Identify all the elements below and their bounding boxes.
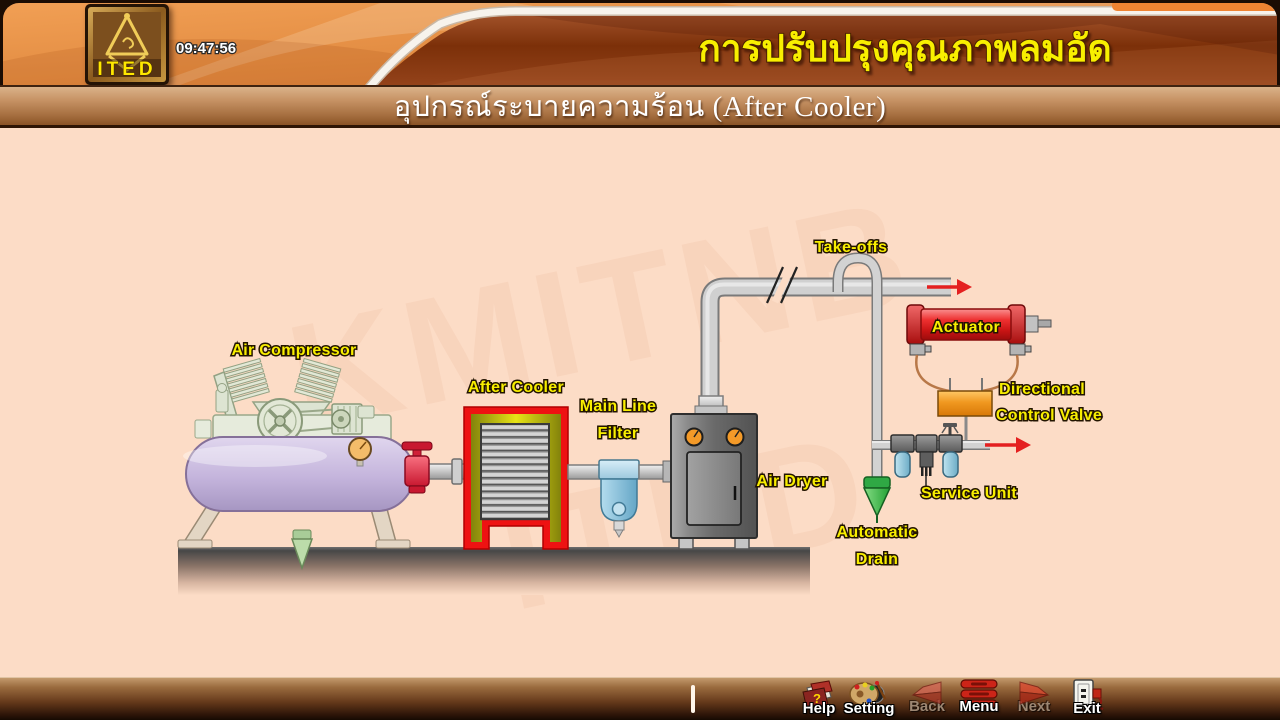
- label-control-valve: Control Valve: [996, 407, 1102, 424]
- label-air-dryer: Air Dryer: [756, 473, 827, 490]
- directional-control-valve: [937, 378, 993, 441]
- setting-button[interactable]: Setting: [840, 679, 898, 720]
- hose: [915, 354, 951, 393]
- flow-arrow-main: [927, 279, 972, 295]
- back-icon: [911, 681, 942, 705]
- main-pipe-run: [700, 266, 951, 400]
- exit-button[interactable]: Exit: [1058, 679, 1116, 720]
- logo-emblem-icon: [105, 13, 149, 72]
- main-line-filter: [598, 459, 640, 539]
- flow-arrow-outlet: [985, 437, 1031, 453]
- header: ITED 09:47:56 การปรับปรุงคุณภาพลมอัด: [0, 0, 1280, 85]
- air-dryer: [662, 395, 758, 550]
- title-band: [376, 14, 1277, 85]
- actuator-label: Actuator: [932, 319, 1000, 336]
- label-take-offs: Take-offs: [815, 239, 888, 256]
- air-compressor: [177, 358, 415, 571]
- exit-label: Exit: [1073, 700, 1101, 717]
- bottom-bar: ? Help Setting Ba: [0, 677, 1280, 720]
- label-filter: Filter: [598, 425, 639, 442]
- menu-icon: [960, 679, 998, 709]
- back-button[interactable]: Back: [898, 679, 956, 720]
- label-automatic: Automatic: [837, 524, 918, 541]
- label-drain: Drain: [856, 551, 898, 568]
- take-off-branch: [832, 252, 883, 480]
- label-service-unit: Service Unit: [921, 485, 1017, 502]
- help-icon: ?: [802, 680, 833, 710]
- pressure-gauge: [348, 437, 372, 467]
- outlet-valve: [401, 441, 467, 494]
- help-label: Help: [802, 700, 836, 717]
- lesson-subtitle: อุปกรณ์ระบายความร้อน (After Cooler): [393, 91, 887, 123]
- next-icon: [1019, 681, 1050, 705]
- page-title: การปรับปรุงคุณภาพลมอัด: [698, 28, 1111, 72]
- clock-time: 09:47:56: [176, 40, 236, 57]
- label-after-cooler: After Cooler: [468, 379, 564, 396]
- ground: [178, 547, 810, 595]
- exit-icon: [1073, 679, 1104, 711]
- help-button[interactable]: ? Help: [790, 679, 848, 720]
- actuator: Actuator: [906, 304, 1052, 393]
- pipe-break-icon: [765, 266, 799, 304]
- pneumatic-diagram: KMITNB ITED: [177, 166, 1103, 642]
- divider-tick: [691, 685, 695, 713]
- hose: [981, 354, 1019, 393]
- logo-text: ITED: [97, 59, 156, 80]
- menu-label: Menu: [959, 698, 999, 715]
- setting-icon: [849, 681, 887, 706]
- subtitle-bar: อุปกรณ์ระบายความร้อน (After Cooler): [0, 85, 1280, 128]
- after-cooler: [463, 406, 569, 550]
- label-directional: Directional: [999, 381, 1085, 398]
- ited-logo: ITED: [85, 4, 169, 85]
- header-accent-pill: [1112, 3, 1277, 11]
- service-unit: [872, 423, 1031, 490]
- pipe: [567, 464, 603, 480]
- menu-button[interactable]: Menu: [950, 679, 1008, 720]
- label-main-line: Main Line: [580, 398, 656, 415]
- label-air-compressor: Air Compressor: [231, 342, 356, 359]
- setting-label: Setting: [843, 700, 895, 717]
- next-button[interactable]: Next: [1005, 679, 1063, 720]
- automatic-drain: [862, 476, 892, 523]
- content-area: KMITNB ITED: [0, 128, 1280, 677]
- svg-text:?: ?: [813, 691, 821, 706]
